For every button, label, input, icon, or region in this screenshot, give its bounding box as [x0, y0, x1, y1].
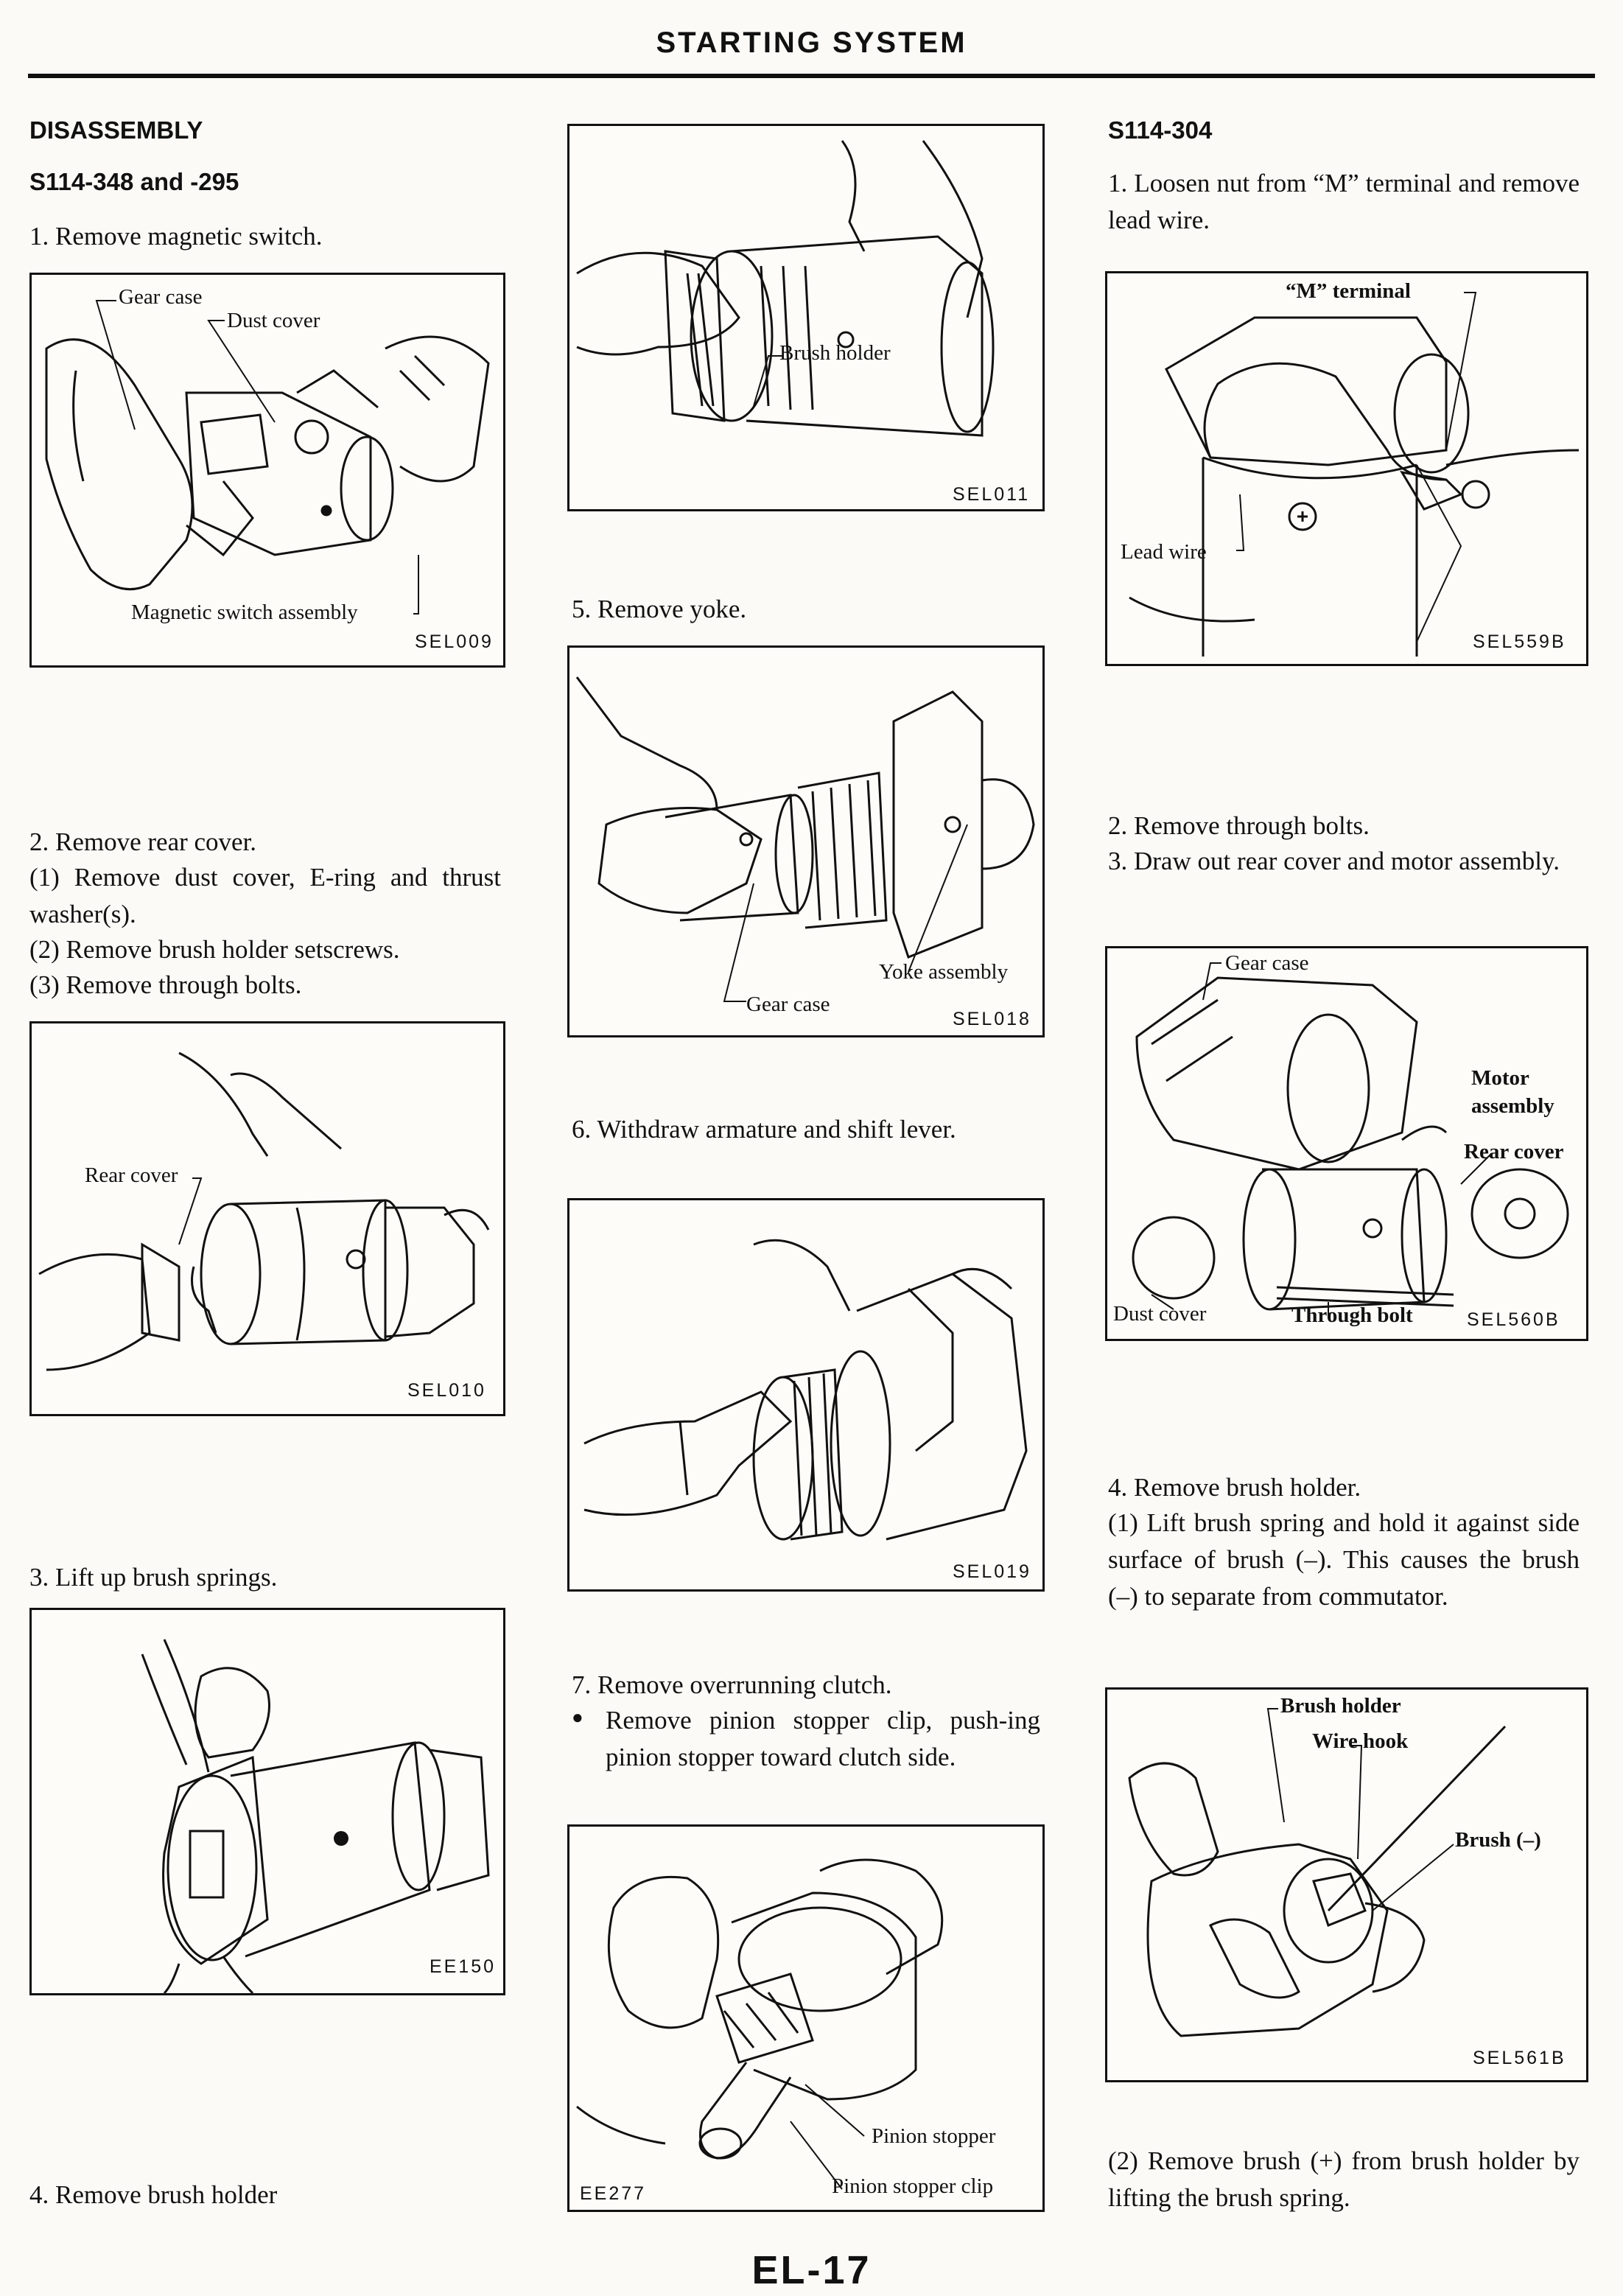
label-gear-case: Gear case: [119, 285, 203, 309]
brush-holder-illustration: [576, 140, 995, 437]
step-5-text: 5. Remove yoke.: [572, 595, 747, 623]
col3-step-4-2-text: (2) Remove brush (+) from brush holder b…: [1108, 2146, 1580, 2212]
figure-code: SEL009: [415, 631, 494, 652]
motor-assembly-illustration: [1132, 962, 1569, 1317]
figure-code: EE150: [430, 1956, 497, 1977]
step-7-text: 7. Remove overrunning clutch.: [572, 1670, 892, 1699]
step-2-1-text: (1) Remove dust cover, E-ring and thrust…: [29, 863, 501, 928]
label-brush-holder: Brush holder: [1280, 1694, 1401, 1718]
bullet: ●: [572, 1707, 583, 1728]
page-header: STARTING SYSTEM: [0, 0, 1623, 81]
figure-remove-magnetic-switch: Gear case Dust cover Magnetic switch ass…: [29, 273, 505, 668]
col3-step-3-text: 3. Draw out rear cover and motor assembl…: [1108, 847, 1560, 875]
step-4-text: 4. Remove brush holder: [29, 2180, 278, 2209]
figure-lift-brush-springs: EE150: [29, 1608, 505, 1995]
col3-step-4-1-text: (1) Lift brush spring and hold it agains…: [1108, 1508, 1580, 1611]
figure-code: SEL560B: [1467, 1309, 1560, 1330]
figure-code: SEL559B: [1473, 631, 1566, 652]
figure-m-terminal: “M” terminal Lead wire SEL559B: [1105, 271, 1588, 666]
label-lead-wire: Lead wire: [1121, 540, 1207, 564]
label-dust-cover: Dust cover: [227, 309, 320, 332]
yoke-illustration: [575, 676, 1035, 1002]
section-title: STARTING SYSTEM: [656, 27, 967, 59]
label-gear-case: Gear case: [1225, 951, 1309, 975]
figure-remove-rear-cover: Rear cover SEL010: [29, 1021, 505, 1416]
label-through-bolt: Through bolt: [1291, 1303, 1413, 1327]
wire-hook-illustration: [1128, 1708, 1507, 2037]
figure-remove-yoke: Yoke assembly Gear case SEL018: [567, 645, 1045, 1037]
m-terminal-illustration: [1129, 292, 1580, 657]
label-brush-holder: Brush holder: [779, 341, 891, 365]
label-motor: Motor: [1471, 1066, 1529, 1090]
step-7-bullet-text: Remove pinion stopper clip, push-ing pin…: [606, 1706, 1040, 1771]
col3-step-1-text: 1. Loosen nut from “M” terminal and remo…: [1108, 169, 1580, 234]
figure-overrunning-clutch: Pinion stopper Pinion stopper clip EE277: [567, 1824, 1045, 2212]
step-2-3-text: (3) Remove through bolts.: [29, 970, 302, 999]
label-dust-cover: Dust cover: [1113, 1302, 1207, 1326]
page-number: EL-17: [751, 2248, 872, 2292]
label-yoke-assembly: Yoke assembly: [879, 960, 1009, 984]
overrunning-clutch-illustration: [576, 1858, 944, 2190]
step-2-2-text: (2) Remove brush holder setscrews.: [29, 935, 400, 964]
armature-illustration: [583, 1239, 1028, 1541]
figure-rear-cover-motor: Gear case Motor assembly Rear cover Dust…: [1105, 946, 1588, 1341]
figure-code: SEL561B: [1473, 2048, 1566, 2068]
model-subheading: S114-348 and -295: [29, 168, 239, 195]
label-rear-cover: Rear cover: [85, 1163, 178, 1187]
step-6-text: 6. Withdraw armature and shift lever.: [572, 1115, 956, 1144]
figure-brush-holder: Brush holder SEL011: [567, 124, 1045, 511]
step-3-text: 3. Lift up brush springs.: [29, 1563, 278, 1592]
figure-code: SEL018: [953, 1009, 1031, 1029]
rear-cover-illustration: [38, 1051, 490, 1371]
figure-brush-holder-wire-hook: Brush holder Wire hook Brush (–) SEL561B: [1105, 1687, 1588, 2082]
col3-step-4-text: 4. Remove brush holder.: [1108, 1473, 1361, 1502]
figure-code: SEL011: [953, 484, 1031, 505]
figure-code: SEL019: [953, 1561, 1031, 1582]
figure-code: EE277: [580, 2183, 647, 2204]
label-rear-cover: Rear cover: [1464, 1140, 1564, 1163]
label-brush-negative: Brush (–): [1455, 1828, 1541, 1852]
step-2-text: 2. Remove rear cover.: [29, 827, 257, 856]
label-gear-case: Gear case: [746, 993, 830, 1016]
label-wire-hook: Wire hook: [1312, 1729, 1409, 1753]
figure-withdraw-armature: SEL019: [567, 1198, 1045, 1592]
label-pinion-stopper-clip: Pinion stopper clip: [832, 2174, 994, 2198]
label-magnetic-switch-assembly: Magnetic switch assembly: [131, 601, 358, 624]
label-pinion-stopper: Pinion stopper: [872, 2124, 996, 2148]
step-1-text: 1. Remove magnetic switch.: [29, 222, 323, 251]
model-heading-s114-304: S114-304: [1108, 116, 1213, 144]
starter-motor-illustration: [45, 300, 490, 615]
brush-springs-illustration: [141, 1639, 490, 1993]
label-assembly: assembly: [1471, 1094, 1554, 1118]
header-rule: [28, 74, 1595, 78]
disassembly-heading: DISASSEMBLY: [29, 116, 203, 144]
label-m-terminal: “M” terminal: [1286, 279, 1411, 303]
col3-step-2-text: 2. Remove through bolts.: [1108, 811, 1370, 840]
figure-code: SEL010: [407, 1380, 486, 1401]
